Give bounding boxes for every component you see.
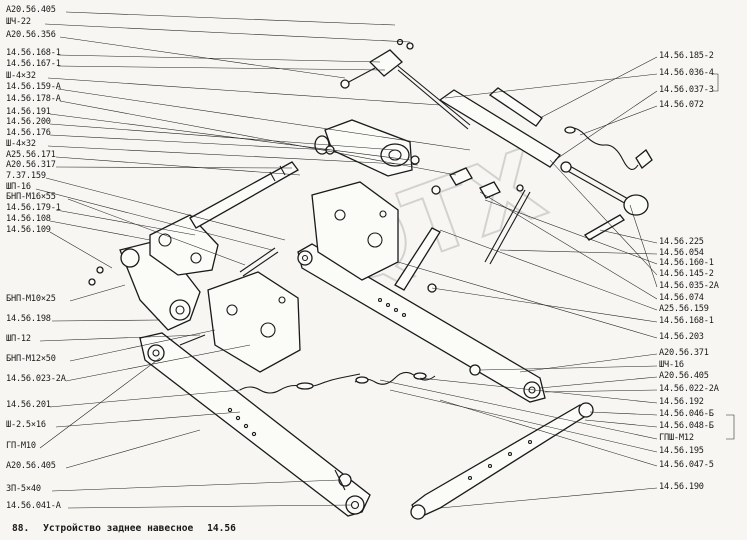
part-label: 14.56.192: [659, 397, 704, 407]
part-label: 14.56.225: [659, 237, 704, 247]
part-label: 14.56.179-1: [6, 203, 61, 213]
part-label: 14.56.176: [6, 128, 51, 138]
leader-lines-left: [35, 11, 471, 509]
check-chains: [239, 371, 436, 394]
part-label: 14.56.047-5: [659, 460, 714, 470]
part-label: ШЧ-22: [6, 17, 31, 27]
left-bracket: [119, 239, 201, 331]
part-label: 14.56.167-1: [6, 59, 61, 69]
part-label: ШЧ-16: [659, 360, 684, 370]
part-label: 14.56.200: [6, 117, 51, 127]
part-label: ШП-12: [6, 334, 31, 344]
small-links: [325, 145, 501, 291]
fasteners: [88, 38, 524, 376]
adjusting-screw: [560, 161, 649, 216]
part-label: А25.56.171: [6, 150, 56, 160]
part-label: 14.56.160-1: [659, 258, 714, 268]
part-label: ГП-М10: [6, 441, 36, 451]
part-label: ГПШ-М12: [659, 433, 694, 443]
part-label: А20.56.356: [6, 30, 56, 40]
part-label: 14.56.145-2: [659, 269, 714, 279]
part-label: 14.56.036-4: [659, 68, 714, 78]
part-label: А25.56.159: [659, 304, 709, 314]
part-label: А20.56.405: [6, 5, 56, 15]
part-label: 14.56.035-2А: [659, 281, 719, 291]
part-label: 14.56.198: [6, 314, 51, 324]
part-label: Ш-2.5×16: [6, 420, 46, 430]
part-label: 14.56.201: [6, 400, 51, 410]
part-label: Ш-4×32: [6, 71, 36, 81]
drawbar: [410, 402, 594, 520]
top-link: [340, 49, 561, 168]
part-label: 7.37.159: [6, 171, 46, 181]
part-label: 14.56.109: [6, 225, 51, 235]
figure-caption: 88. Устройство заднее навесное 14.56: [12, 523, 244, 534]
part-label: Ш-4×32: [6, 139, 36, 149]
part-label: 14.56.190: [659, 482, 704, 492]
part-label: ЗП-5×40: [6, 484, 41, 494]
part-label: 14.56.048-Б: [659, 421, 714, 431]
part-label: А20.56.405: [659, 371, 709, 381]
part-label: 14.56.203: [659, 332, 704, 342]
part-label: 14.56.168-1: [659, 316, 714, 326]
part-label: 14.56.178-А: [6, 94, 61, 104]
leader-lines-right: [379, 56, 735, 509]
part-label: 14.56.037-3: [659, 85, 714, 95]
spring-rod: [484, 189, 531, 265]
part-label: БНП-М16×55: [6, 192, 56, 202]
caption-number: 88.: [12, 523, 30, 534]
part-label: 14.56.191: [6, 107, 51, 117]
part-label: 14.56.046-Б: [659, 409, 714, 419]
part-label: БНП-М10×25: [6, 294, 56, 304]
part-label: 14.56.168-1: [6, 48, 61, 58]
part-label: 14.56.023-2А: [6, 374, 66, 384]
caption-title: Устройство заднее навесное: [43, 523, 194, 534]
part-label: 14.56.022-2А: [659, 384, 719, 394]
part-label: 14.56.185-2: [659, 51, 714, 61]
part-label: А20.56.405: [6, 461, 56, 471]
lift-shaft: [189, 161, 299, 229]
part-label: 14.56.041-А: [6, 501, 61, 511]
caption-code: 14.56: [207, 523, 236, 534]
right-lower-link: [297, 243, 546, 403]
part-label: 14.56.054: [659, 248, 704, 258]
part-label: 14.56.108: [6, 214, 51, 224]
part-label: 14.56.074: [659, 293, 704, 303]
part-label: 14.56.159-А: [6, 82, 61, 92]
part-label: ШП-16: [6, 182, 31, 192]
center-bracket-left: [207, 271, 301, 373]
part-label: А20.56.317: [6, 160, 56, 170]
part-label: А20.56.371: [659, 348, 709, 358]
part-label: 14.56.072: [659, 100, 704, 110]
part-label: БНП-М12×50: [6, 354, 56, 364]
part-label: 14.56.195: [659, 446, 704, 456]
retaining-chain: [564, 126, 653, 170]
